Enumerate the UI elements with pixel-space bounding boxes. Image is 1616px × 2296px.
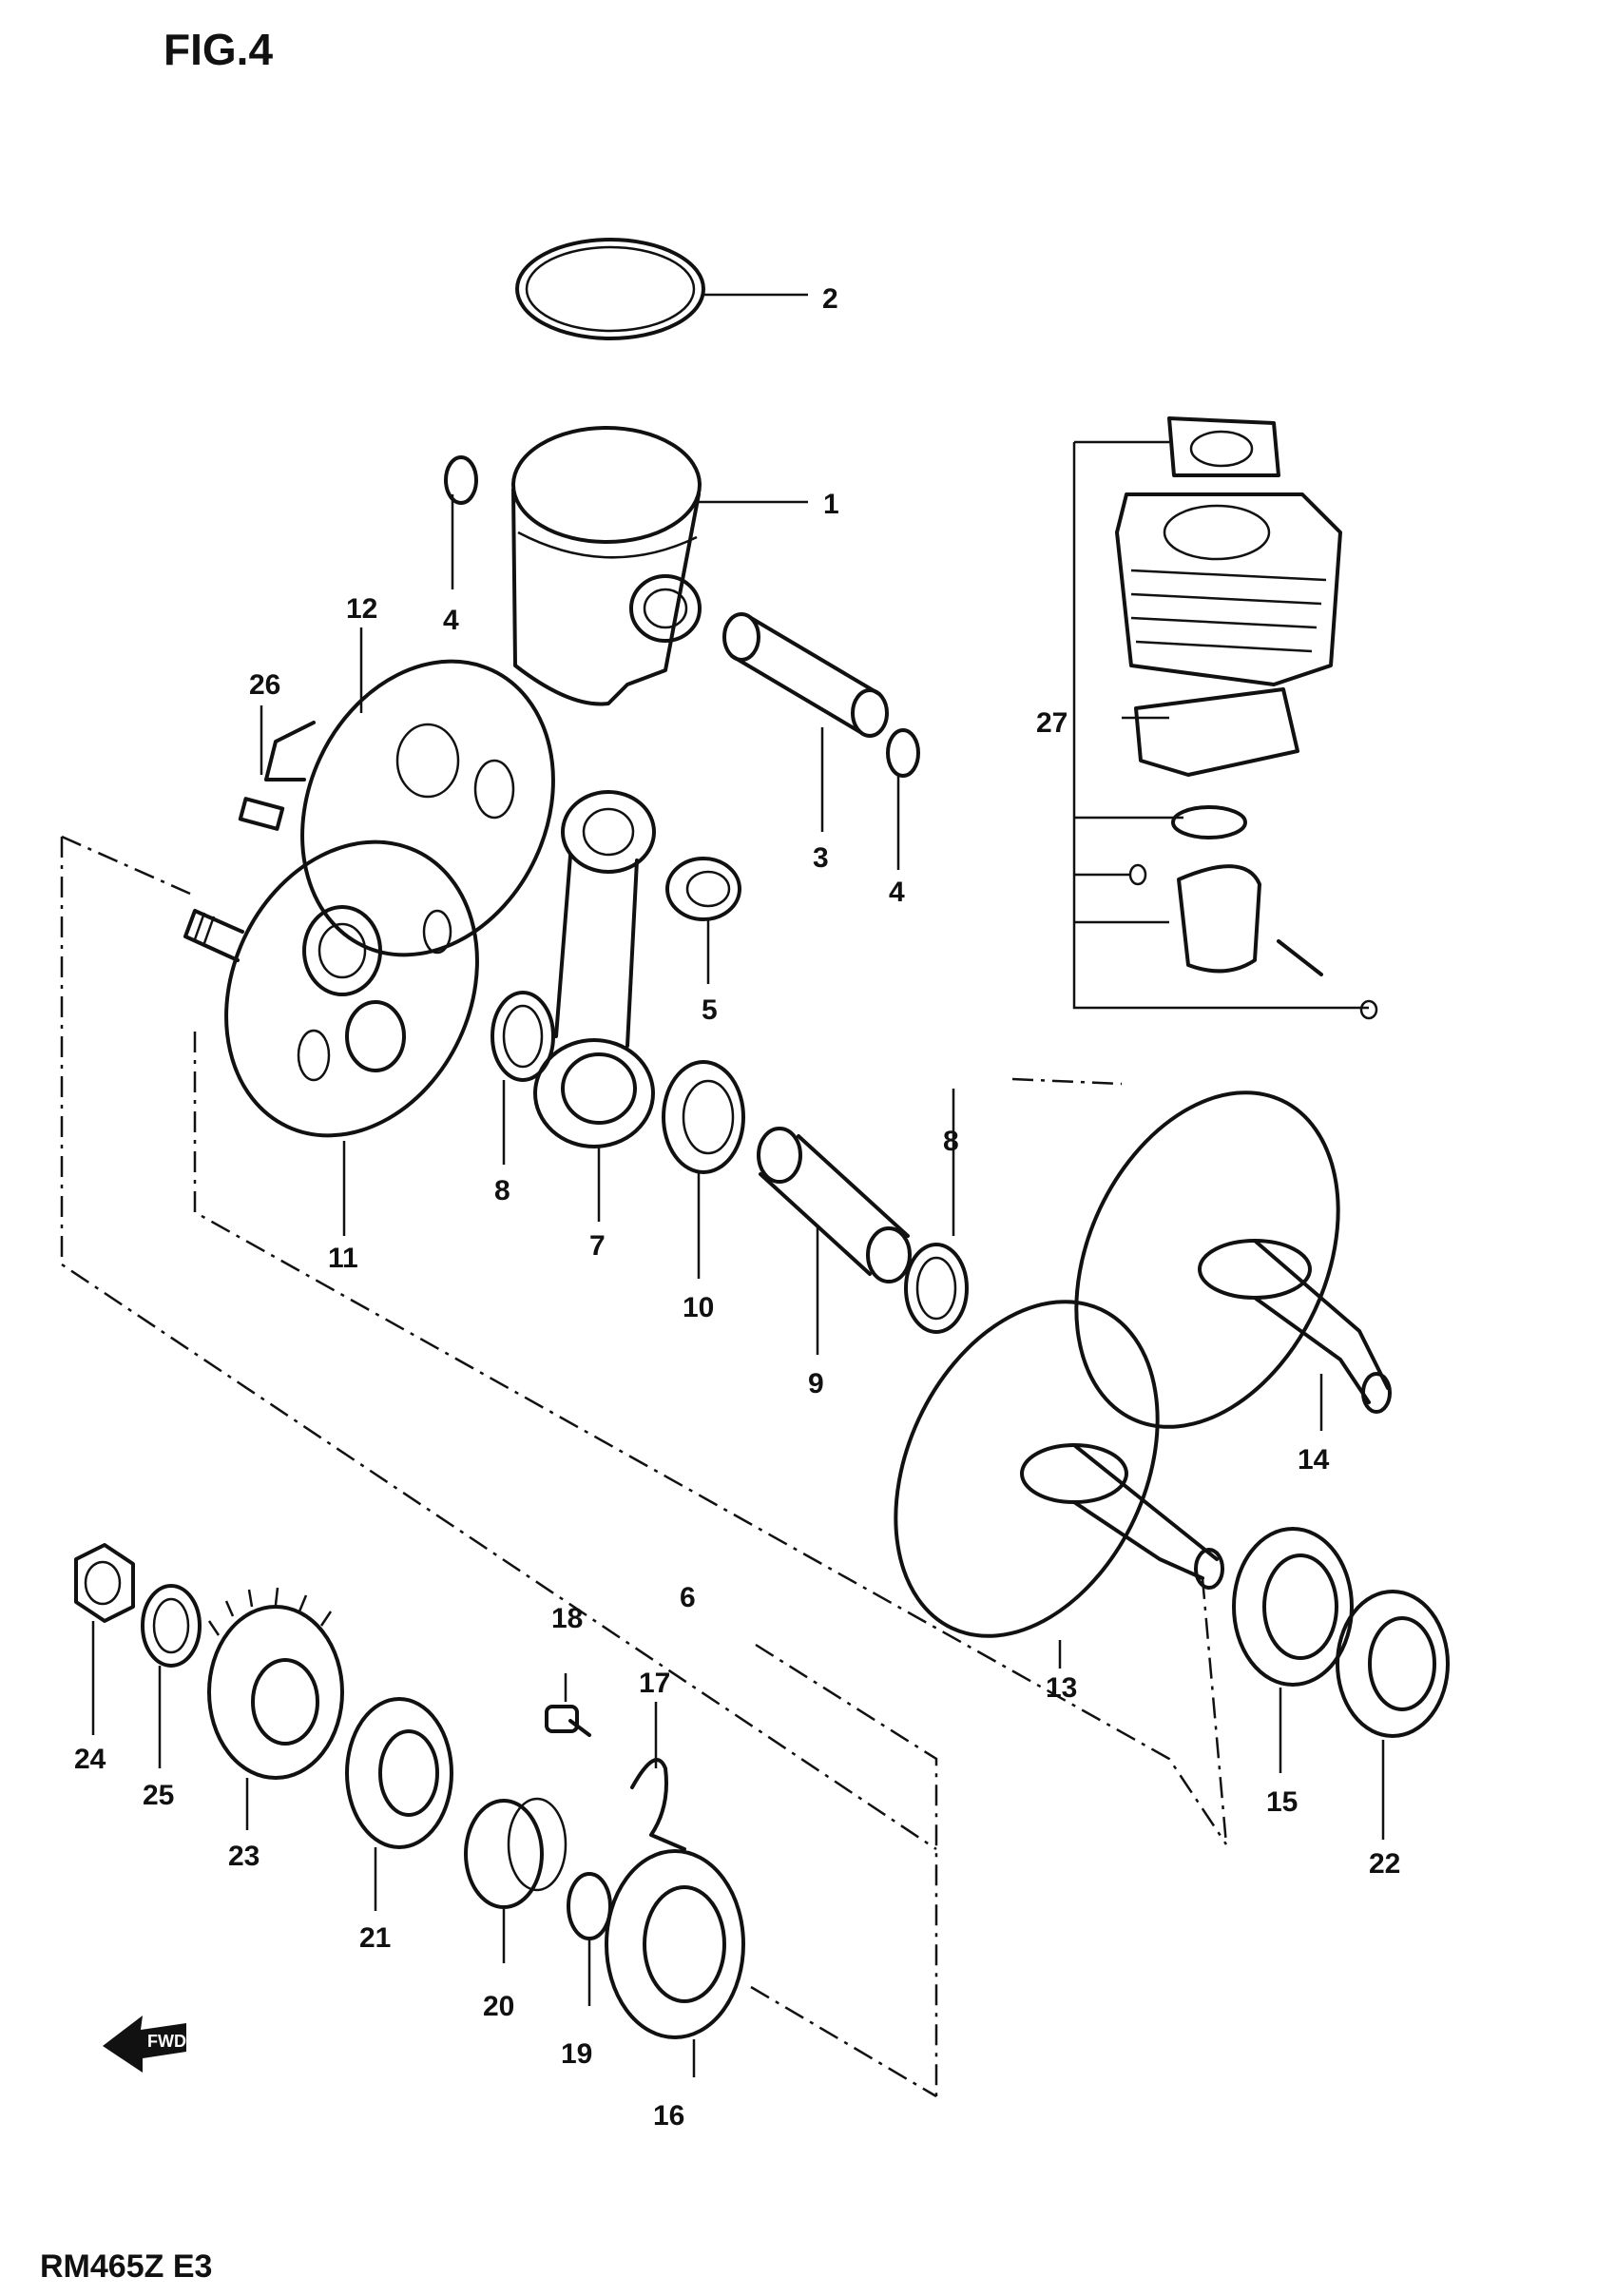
callout-4-right: 4 bbox=[889, 877, 905, 908]
oil-seal-right bbox=[1336, 1590, 1450, 1738]
front-direction-arrow: FWD bbox=[103, 2016, 186, 2073]
piston-ring bbox=[515, 238, 705, 340]
piston-pin bbox=[722, 612, 889, 738]
callout-18: 18 bbox=[551, 1603, 583, 1634]
callout-17: 17 bbox=[639, 1668, 670, 1699]
circlip-right bbox=[886, 728, 920, 778]
crankshaft-assembly-outline bbox=[60, 835, 1228, 2098]
crank-half-left-front bbox=[183, 839, 479, 1138]
callout-20: 20 bbox=[483, 1991, 514, 2022]
callout-16: 16 bbox=[653, 2100, 684, 2132]
crank-half-right-rear bbox=[1074, 1090, 1392, 1429]
callout-labels: 2 1 4 12 26 3 4 27 5 8 7 10 8 11 9 14 6 … bbox=[74, 283, 1400, 2132]
callout-14: 14 bbox=[1298, 1444, 1330, 1476]
callout-19: 19 bbox=[561, 2038, 592, 2070]
cylinder-assembly-inset bbox=[1072, 416, 1378, 1020]
callout-4-left: 4 bbox=[443, 605, 459, 636]
callout-8-left: 8 bbox=[494, 1175, 510, 1206]
leader-lines bbox=[91, 293, 1385, 2077]
woodruff-key bbox=[238, 797, 285, 831]
spacer bbox=[464, 1797, 568, 1909]
crank-half-right-front bbox=[894, 1300, 1224, 1638]
callout-26: 26 bbox=[249, 669, 280, 701]
callout-2: 2 bbox=[822, 283, 838, 315]
callout-24: 24 bbox=[74, 1744, 106, 1775]
callout-9: 9 bbox=[808, 1368, 824, 1399]
shim bbox=[567, 1872, 612, 1940]
callout-8-right: 8 bbox=[943, 1126, 959, 1157]
main-bearing-left bbox=[345, 1697, 453, 1849]
figure-title: FIG.4 bbox=[164, 25, 273, 74]
thrust-washer-right bbox=[904, 1243, 969, 1334]
callout-23: 23 bbox=[228, 1841, 260, 1872]
callout-27: 27 bbox=[1036, 707, 1068, 739]
connecting-rod bbox=[533, 790, 656, 1148]
callout-3: 3 bbox=[813, 842, 829, 874]
nut bbox=[74, 1543, 135, 1623]
callout-11: 11 bbox=[328, 1243, 358, 1274]
callout-10: 10 bbox=[683, 1292, 714, 1323]
callout-25: 25 bbox=[143, 1780, 174, 1811]
callout-22: 22 bbox=[1369, 1848, 1400, 1880]
footer-code: RM465Z E3 bbox=[40, 2248, 212, 2285]
retainer-plate bbox=[630, 1758, 686, 1851]
callout-1: 1 bbox=[823, 489, 839, 520]
callout-7: 7 bbox=[589, 1230, 606, 1262]
bolt bbox=[545, 1705, 591, 1737]
piston bbox=[511, 426, 702, 706]
big-end-bearing bbox=[662, 1060, 745, 1174]
primary-drive-gear bbox=[207, 1587, 344, 1780]
lock-washer bbox=[141, 1584, 202, 1668]
callout-15: 15 bbox=[1266, 1786, 1298, 1818]
callout-12: 12 bbox=[346, 593, 377, 625]
callout-6: 6 bbox=[680, 1582, 696, 1613]
main-bearing-right bbox=[1232, 1527, 1354, 1687]
main-bearing-center bbox=[605, 1849, 745, 2039]
crank-half-left-rear bbox=[264, 659, 555, 957]
circlip-left bbox=[444, 455, 478, 505]
callout-5: 5 bbox=[702, 994, 718, 1026]
front-arrow-label: FWD bbox=[147, 2032, 186, 2051]
callout-21: 21 bbox=[359, 1922, 391, 1954]
small-end-bearing bbox=[665, 857, 741, 921]
callout-13: 13 bbox=[1046, 1672, 1077, 1704]
thrust-washer-left bbox=[491, 991, 555, 1082]
crank-pin bbox=[757, 1127, 912, 1283]
